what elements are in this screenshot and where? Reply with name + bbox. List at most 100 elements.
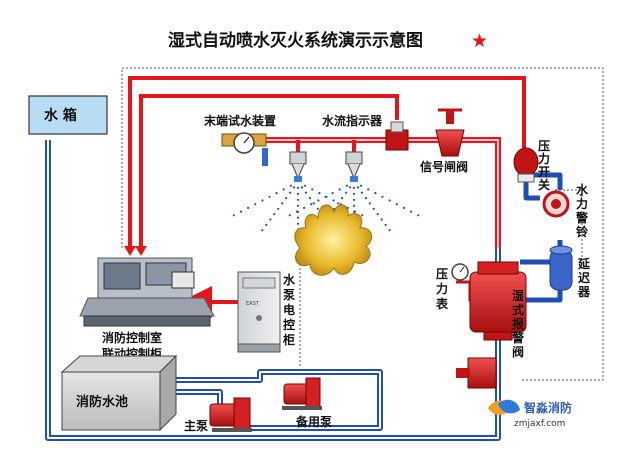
page-title: 湿式自动喷水灭火系统演示示意图 [168, 30, 423, 51]
spray-drop [337, 202, 340, 205]
spray-drop [352, 204, 356, 207]
star-icon: ★ [471, 30, 488, 52]
delay-device-char: 器 [577, 285, 591, 299]
pump-control-char: 柜 [282, 332, 295, 347]
spray-drop [345, 191, 348, 194]
spray-drop [269, 218, 272, 221]
spray-drop [239, 210, 243, 213]
end-test-label: 末端试水装置 [204, 113, 276, 128]
spray-drop [261, 229, 264, 232]
delay-device-char: 迟 [578, 271, 590, 285]
spray-drop [254, 203, 257, 206]
red-arrowheads [124, 246, 147, 256]
alarm-valve-char: 湿 [512, 288, 524, 303]
water-tank[interactable]: 水 箱 [28, 95, 108, 135]
sprinklers [289, 151, 363, 182]
alarm-valve-char: 式 [512, 302, 524, 317]
spray-drop [381, 195, 384, 198]
pump-control-char: 电 [283, 302, 295, 317]
spray-drop [368, 202, 371, 205]
flow-indicator-label: 水流指示器 [322, 113, 383, 128]
spray-drop [277, 207, 280, 210]
spray-drop [360, 184, 363, 187]
spray-drop [361, 214, 364, 217]
sprinkler-head-1 [289, 151, 307, 182]
spray-drop [300, 186, 304, 189]
spray-drop [374, 192, 377, 195]
spray-drop [352, 192, 356, 195]
spray-drop [285, 197, 288, 200]
fire-pool[interactable]: 消防水池 [60, 354, 178, 432]
spray-drop [292, 186, 296, 189]
spray-drop [296, 186, 300, 189]
spray-drop [318, 192, 321, 195]
spray-drop [312, 202, 315, 205]
signal-line-bell [555, 189, 583, 270]
spray-drop [289, 191, 292, 194]
pressure-gauge-char: 表 [435, 296, 449, 311]
spray-drop [281, 202, 284, 205]
spray-drop [311, 188, 314, 191]
spray-drop [331, 192, 334, 195]
spray-drop [268, 195, 271, 198]
alarm-valve-char: 报 [512, 316, 524, 331]
end-test-device[interactable]: 末端试水装置 [204, 113, 276, 166]
signal-line-outer [121, 67, 604, 381]
spray-drop [417, 214, 420, 217]
spray-drop [348, 186, 352, 189]
watermark-logo: 智淼消防 zmjaxf.com [488, 399, 572, 429]
alarm-valve-char: 警 [511, 330, 524, 345]
spray-drop [317, 199, 320, 202]
spray-drop [273, 213, 276, 216]
spray-drop [296, 204, 300, 207]
spray-drop [356, 186, 360, 189]
spray-drop [372, 207, 375, 210]
spray-drop [364, 197, 367, 200]
spray-drop [316, 207, 319, 210]
control-room-label-1: 消防控制室 [102, 330, 162, 345]
flow-indicator[interactable]: 水流指示器 [322, 113, 409, 151]
water-alarm-bell-char: 铃 [576, 224, 589, 239]
spray-drop [376, 213, 379, 216]
red-line-pressure-switch [128, 76, 526, 248]
signal-gate-valve[interactable]: 信号闸阀 [420, 108, 468, 174]
spray-drop [296, 216, 300, 219]
cabinet-brand: EAST [246, 301, 260, 307]
spray-drop [341, 197, 344, 200]
spray-drop [308, 197, 311, 200]
spray-drop [388, 229, 391, 232]
spray-drop [303, 206, 306, 209]
spray-drop [232, 214, 235, 217]
main-pump-label: 主泵 [184, 418, 208, 433]
pressure-switch-char: 开 [538, 165, 550, 179]
spray-drop [296, 198, 300, 201]
spray-drop [289, 184, 292, 187]
pressure-switch-char: 力 [538, 151, 550, 166]
watermark-url: zmjaxf.com [514, 419, 565, 429]
backup-pump[interactable]: 备用泵 [282, 377, 332, 429]
alarm-valve-char: 阀 [512, 345, 524, 359]
delay-device[interactable]: 延迟器 [549, 245, 591, 299]
backup-pump-label: 备用泵 [295, 414, 332, 429]
spray-drop [352, 198, 356, 201]
spray-drop [402, 206, 405, 209]
pump-control-char: 水 [283, 272, 296, 287]
water-tank-label: 水 箱 [44, 107, 77, 124]
control-room-console[interactable]: 消防控制室 联动控制柜 [79, 257, 215, 361]
pressure-switch-char: 关 [538, 177, 550, 192]
spray-drop [304, 184, 307, 187]
water-alarm-bell-char: 力 [576, 196, 588, 211]
main-pump[interactable]: 主泵 [184, 397, 252, 433]
spray-drop [395, 203, 398, 206]
spray-drop [384, 223, 387, 226]
spray-drop [352, 210, 356, 213]
spray-drop [261, 199, 264, 202]
spray-drop [295, 210, 299, 213]
